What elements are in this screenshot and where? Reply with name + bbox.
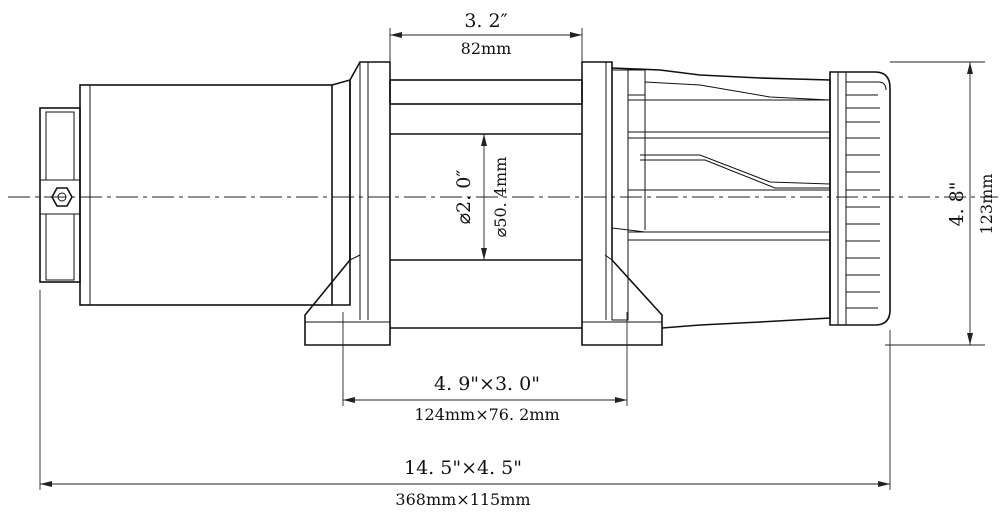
drum-dia-in-label: ⌀2. 0″ — [453, 170, 475, 225]
drum-length-in-label: 3. 2″ — [464, 10, 507, 32]
motor — [39, 78, 351, 306]
dim-overall: 14. 5"×4. 5" 368mm×115mm — [39, 290, 891, 509]
drum-dia-mm-label: ⌀50. 4mm — [491, 157, 510, 238]
dim-height: 4. 8" 123mm — [885, 61, 996, 346]
drum — [389, 79, 583, 345]
dim-drum-length: 3. 2″ 82mm — [389, 10, 583, 80]
right-bracket — [581, 61, 663, 346]
clutch-knob — [829, 71, 891, 326]
height-in-label: 4. 8" — [946, 182, 968, 227]
drum-length-mm-label: 82mm — [461, 39, 512, 58]
overall-mm-label: 368mm×115mm — [395, 490, 530, 509]
overall-in-label: 14. 5"×4. 5" — [404, 457, 522, 479]
bolt-pattern-mm-label: 124mm×76. 2mm — [414, 405, 559, 424]
hex-bolt-icon — [51, 187, 73, 207]
left-bracket — [304, 61, 391, 346]
height-mm-label: 123mm — [977, 174, 996, 235]
bolt-pattern-in-label: 4. 9"×3. 0" — [434, 373, 540, 395]
dim-drum-diameter: ⌀2. 0″ ⌀50. 4mm — [453, 134, 510, 260]
gearbox — [611, 67, 831, 329]
dim-bolt-pattern: 4. 9"×3. 0" 124mm×76. 2mm — [342, 312, 628, 424]
